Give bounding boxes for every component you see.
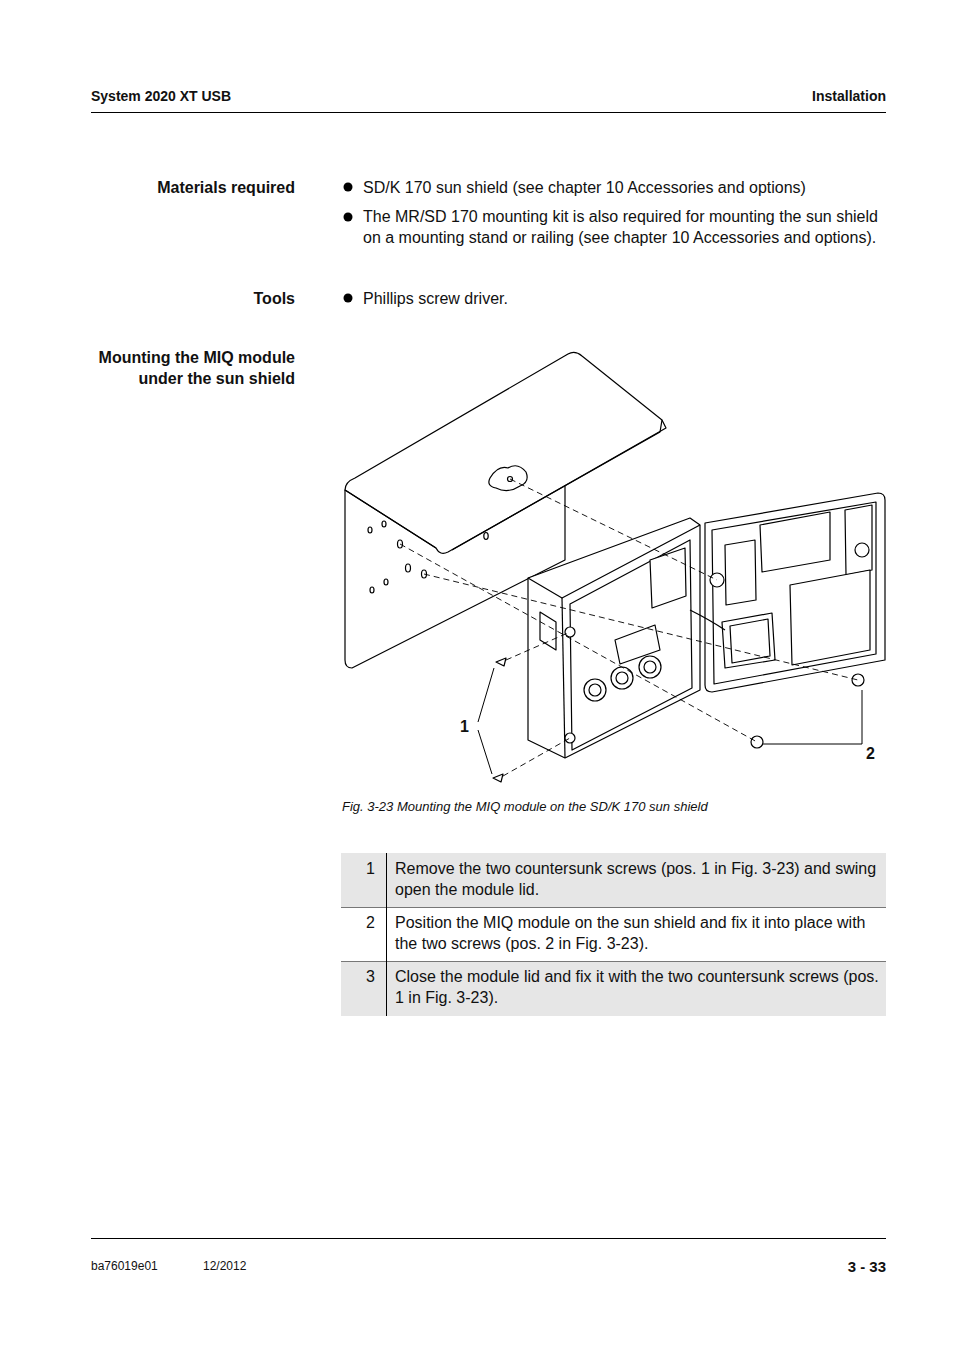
table-rule	[341, 907, 886, 908]
bullet	[344, 183, 353, 192]
callout-number: 1	[460, 716, 476, 737]
step-number: 2	[341, 912, 375, 933]
bullet-text: Phillips screw driver.	[363, 288, 885, 309]
running-header: Installation	[586, 86, 886, 107]
callout-number: 2	[866, 743, 882, 764]
side-heading: Materials required	[95, 177, 295, 198]
bullet	[344, 294, 353, 303]
bullet	[344, 213, 353, 222]
step-number: 3	[341, 966, 375, 987]
figure-caption: Fig. 3-23 Mounting the MIQ module on the…	[342, 796, 882, 817]
footer-rule	[91, 1238, 886, 1239]
step-text: Remove the two countersunk screws (pos. …	[395, 858, 880, 900]
step-number: 1	[341, 858, 375, 879]
bullet-text: SD/K 170 sun shield (see chapter 10 Acce…	[363, 177, 888, 198]
table-rule	[341, 961, 886, 962]
assembly-line	[400, 479, 858, 776]
table-row	[341, 962, 886, 1016]
leader-line	[478, 668, 862, 774]
step-text: Close the module lid and fix it with the…	[395, 966, 880, 1008]
side-heading: Tools	[95, 288, 295, 309]
page-number: 3 - 33	[736, 1256, 886, 1277]
document-code: ba76019e01	[91, 1256, 191, 1277]
running-header: System 2020 XT USB	[91, 86, 491, 107]
side-heading: Mounting the MIQ module under the sun sh…	[95, 347, 295, 389]
bullet-text: The MR/SD 170 mounting kit is also requi…	[363, 206, 885, 248]
sun-shield-illustration	[345, 352, 885, 782]
table-row	[341, 853, 886, 907]
step-text: Position the MIQ module on the sun shiel…	[395, 912, 880, 954]
table-column-rule	[386, 853, 387, 1016]
document-date: 12/2012	[203, 1256, 303, 1277]
header-rule	[91, 112, 886, 113]
